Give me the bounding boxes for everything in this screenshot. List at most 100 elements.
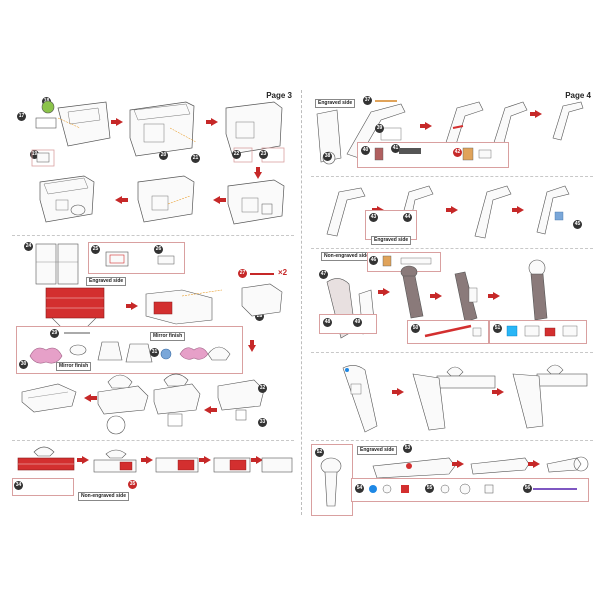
arm-assembly-drawing [536, 185, 570, 235]
parts-drawing [369, 483, 577, 495]
rod-part-drawing [64, 332, 90, 334]
step-number: 23 [259, 150, 268, 159]
quantity-label: ×2 [278, 268, 288, 277]
assembly-drawing [35, 243, 79, 285]
arrow-left-icon [84, 394, 97, 402]
arrow-right-icon [141, 456, 153, 464]
step-number: 20 [159, 151, 168, 160]
callout-box [12, 478, 74, 496]
arrow-right-icon [378, 288, 390, 296]
step-number: 45 [573, 220, 582, 229]
detail-circle-drawing [106, 415, 126, 435]
mirror-finish-label: Mirror finish [56, 362, 92, 371]
arm-part-drawing [320, 457, 342, 507]
step-number: 44 [403, 213, 412, 222]
arrow-right-icon [199, 456, 211, 464]
assembly-drawing [213, 457, 251, 473]
step-number: 40 [361, 146, 370, 155]
arrow-right-icon [206, 118, 218, 126]
arm-assembly-drawing [474, 185, 512, 239]
step-number: 42 [453, 148, 462, 157]
step-number: 26 [154, 245, 163, 254]
arrow-right-icon [452, 460, 464, 468]
arrow-right-icon [528, 460, 540, 468]
engraved-side-label: Engraved side [357, 446, 398, 455]
assembly-drawing [129, 101, 197, 157]
step-number: 17 [17, 112, 26, 121]
non-engraved-side-label: Non-engraved side [321, 252, 373, 261]
assembly-drawing [241, 283, 283, 317]
instruction-page-3: Page 3 17 18 19 20 21 22 [8, 88, 298, 518]
arrow-right-icon [126, 302, 138, 310]
section-divider [311, 176, 593, 177]
page-gutter [301, 90, 302, 515]
pin-part-drawing [250, 273, 274, 275]
parts-drawing [424, 324, 482, 338]
instruction-page-4: Page 4 Engraved side 37 38 39 40 [307, 88, 597, 518]
step-number: 48 [323, 318, 332, 327]
section-divider [311, 352, 593, 353]
step-number: 43 [369, 213, 378, 222]
arm-assembly-drawing [512, 364, 588, 429]
callout-box [319, 314, 377, 334]
step-number: 47 [319, 270, 328, 279]
arrow-right-icon [492, 388, 504, 396]
step-number: 31 [150, 348, 159, 357]
step-number: 46 [369, 256, 378, 265]
assembly-drawing [69, 341, 153, 363]
step-number: 50 [411, 324, 420, 333]
section-divider [12, 235, 294, 236]
mirror-finish-label: Mirror finish [150, 332, 186, 341]
parts-drawing [374, 147, 492, 161]
section-divider [12, 440, 294, 441]
step-number: 28 [255, 312, 264, 321]
section-divider [311, 248, 593, 249]
arm-assembly-drawing [372, 457, 456, 479]
step-number: 52 [315, 448, 324, 457]
assembly-drawing [225, 101, 285, 163]
arrow-right-icon [530, 110, 542, 118]
assembly-drawing [261, 457, 293, 473]
assembly-drawing [97, 374, 149, 415]
section-divider [311, 440, 593, 441]
arm-assembly-drawing [546, 456, 589, 473]
assembly-drawing [21, 383, 77, 413]
arm-assembly-drawing [470, 457, 530, 475]
rod-part-drawing [375, 100, 397, 102]
engraved-side-label: Engraved side [86, 277, 127, 286]
assembly-drawing [217, 379, 265, 421]
arrow-right-icon [251, 456, 263, 464]
step-number: 21 [191, 154, 200, 163]
arm-assembly-drawing [342, 365, 378, 433]
assembly-drawing [227, 179, 285, 225]
arrow-left-icon [213, 196, 226, 204]
arrow-right-icon [512, 206, 524, 214]
step-number: 22 [232, 150, 241, 159]
arrow-left-icon [115, 196, 128, 204]
step-number: 49 [353, 318, 362, 327]
page-label: Page 3 [266, 91, 292, 100]
step-number: 37 [363, 96, 372, 105]
red-part-drawing [45, 287, 105, 329]
assembly-drawing [93, 449, 137, 473]
arm-part-drawing [528, 259, 548, 321]
arrow-left-icon [204, 406, 217, 414]
part-drawing [160, 347, 209, 360]
step-number: 29 [50, 329, 59, 338]
step-number: 39 [375, 124, 384, 133]
assembly-drawing [155, 457, 199, 473]
assembly-drawing [39, 175, 95, 223]
assembly-drawing [17, 446, 75, 471]
arrow-right-icon [77, 456, 89, 464]
arm-part-drawing [454, 271, 478, 323]
assembly-drawing [31, 100, 111, 167]
step-number: 33 [258, 418, 267, 427]
step-number: 25 [91, 245, 100, 254]
arm-assembly-drawing [326, 187, 366, 237]
assembly-drawing [153, 373, 201, 427]
arrow-down-icon [248, 340, 256, 352]
parts-drawing [506, 325, 578, 337]
step-number: 19 [30, 150, 39, 159]
parts-drawing [105, 251, 175, 267]
dome-part-drawing [207, 346, 231, 361]
